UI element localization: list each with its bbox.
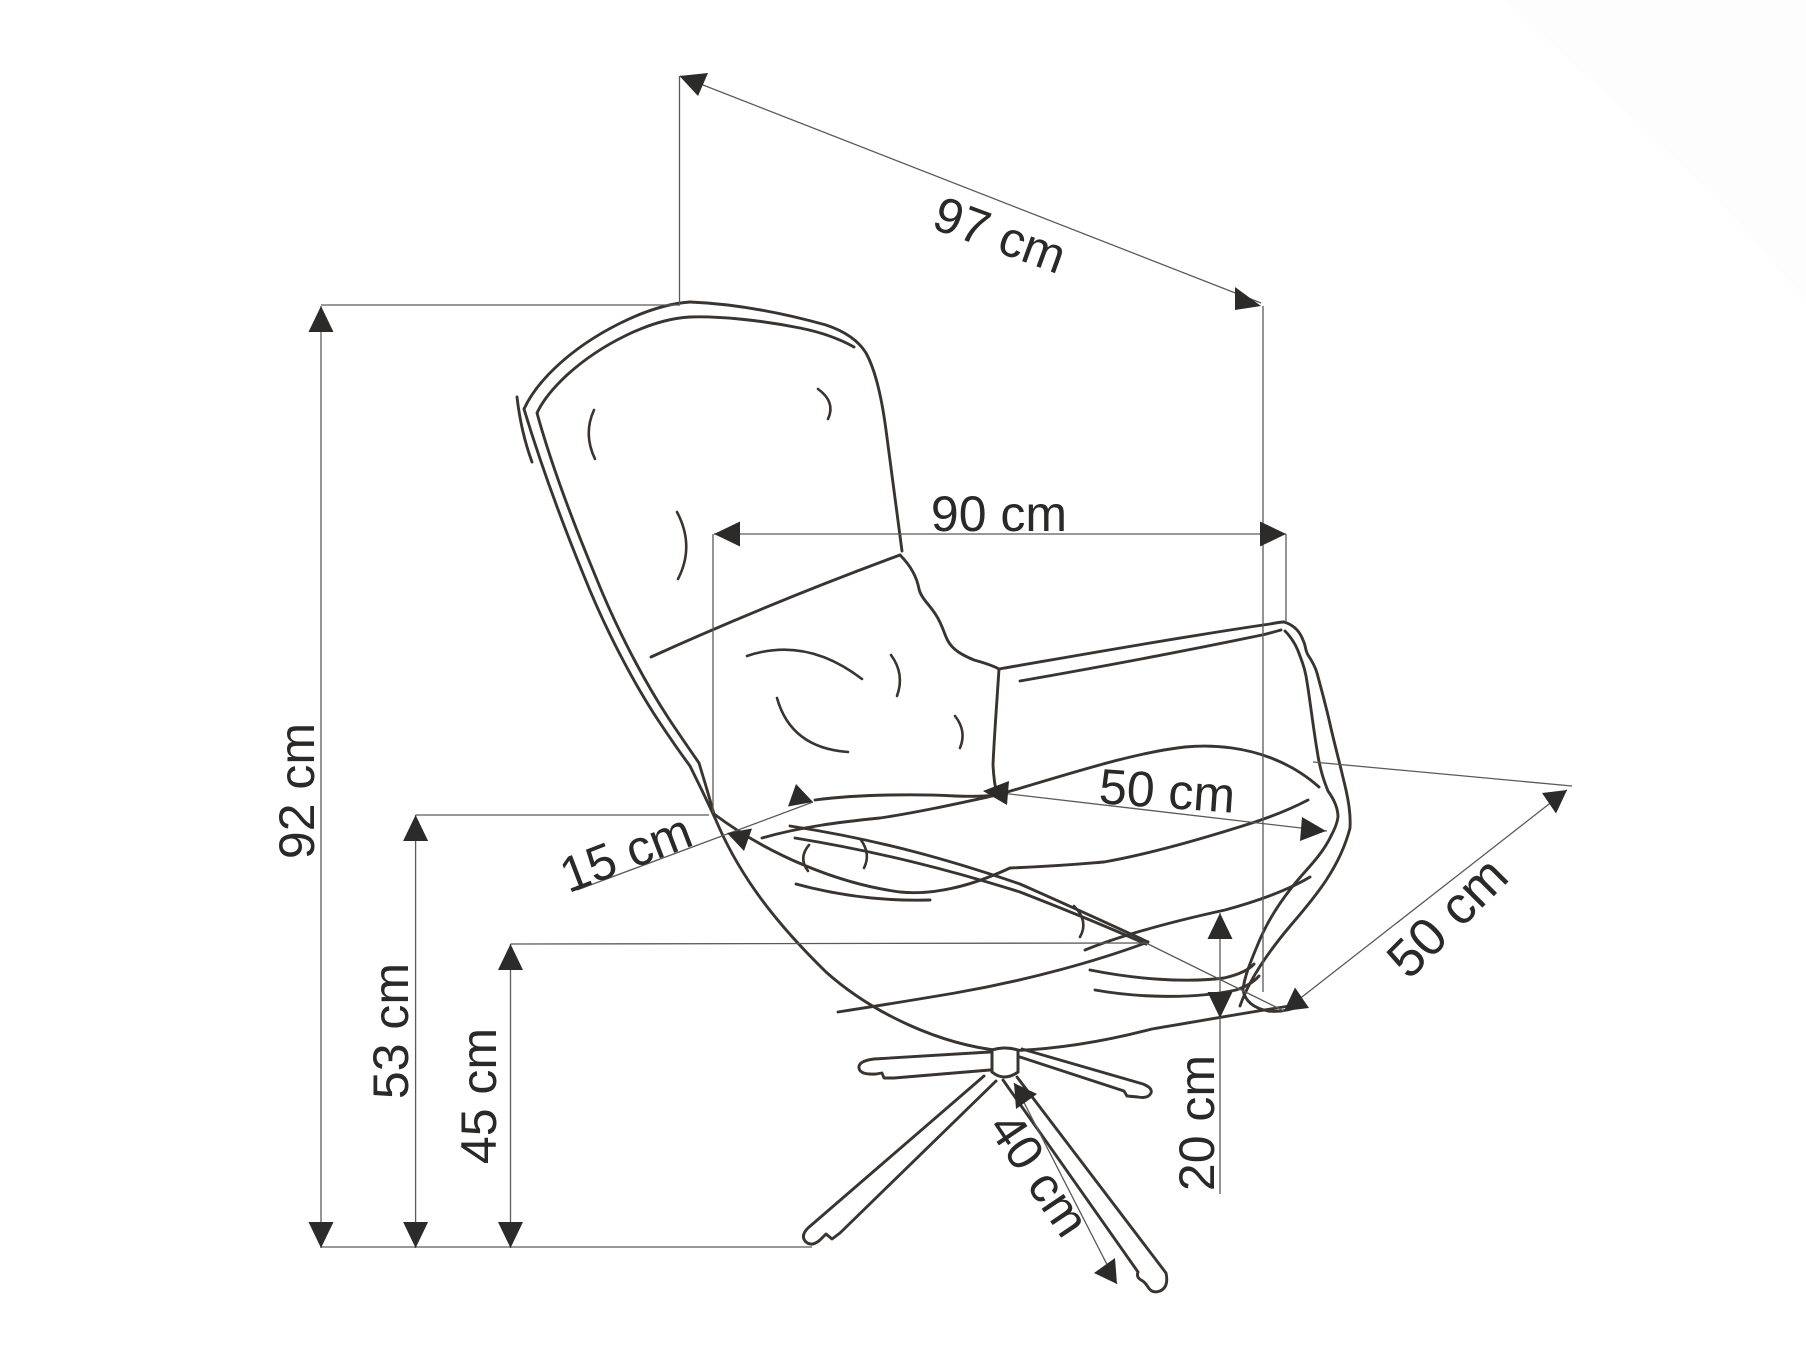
svg-text:50 cm: 50 cm [1097, 758, 1237, 823]
svg-text:45 cm: 45 cm [451, 1028, 507, 1164]
svg-text:92 cm: 92 cm [269, 723, 325, 859]
svg-text:20 cm: 20 cm [1169, 1055, 1225, 1191]
svg-text:53 cm: 53 cm [363, 963, 419, 1099]
svg-text:90 cm: 90 cm [931, 486, 1067, 542]
